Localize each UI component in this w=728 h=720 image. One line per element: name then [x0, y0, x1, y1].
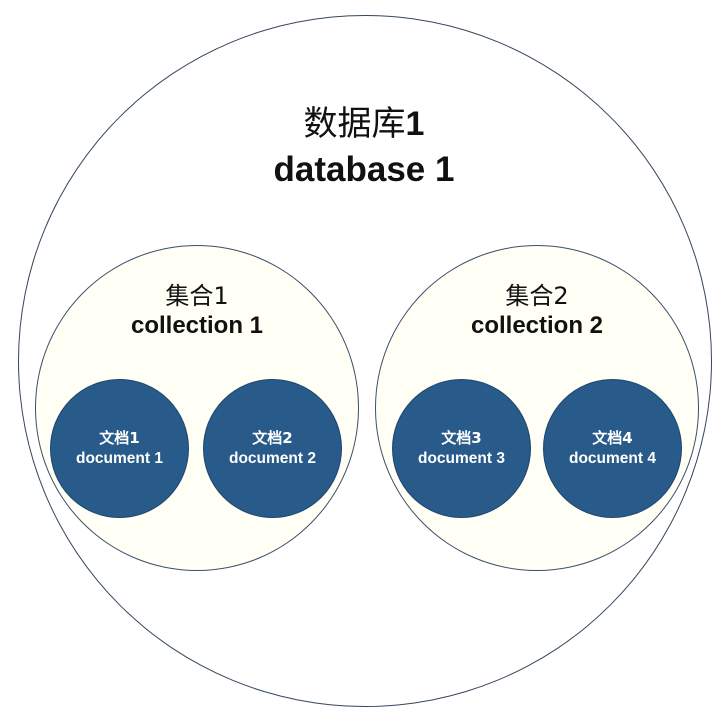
document-1-label-zh: 文档1	[99, 429, 140, 447]
document-3-label-zh: 文档3	[441, 429, 482, 447]
collection-1-label-en: collection 1	[130, 312, 264, 339]
database-label-zh-text: 数据库	[303, 104, 406, 144]
collection-2-label-zh: 集合2	[505, 282, 569, 310]
collection-2-label-en: collection 2	[470, 312, 604, 339]
document-1-label-en: document 1	[76, 450, 163, 467]
document-3-label-en: document 3	[418, 450, 505, 467]
document-circle-4: 文档4 document 4	[543, 379, 682, 518]
document-2-label-zh: 文档2	[252, 429, 293, 447]
collection-1-label-zh: 集合1	[165, 282, 229, 310]
document-circle-3: 文档3 document 3	[392, 379, 531, 518]
database-label-zh: 数据库1	[0, 104, 728, 144]
database-label-zh-number: 1	[405, 105, 425, 143]
database-label-en: database 1	[273, 150, 455, 189]
document-circle-1: 文档1 document 1	[50, 379, 189, 518]
document-4-label-en: document 4	[569, 450, 656, 467]
document-circle-2: 文档2 document 2	[203, 379, 342, 518]
document-2-label-en: document 2	[229, 450, 316, 467]
document-4-label-zh: 文档4	[592, 429, 633, 447]
